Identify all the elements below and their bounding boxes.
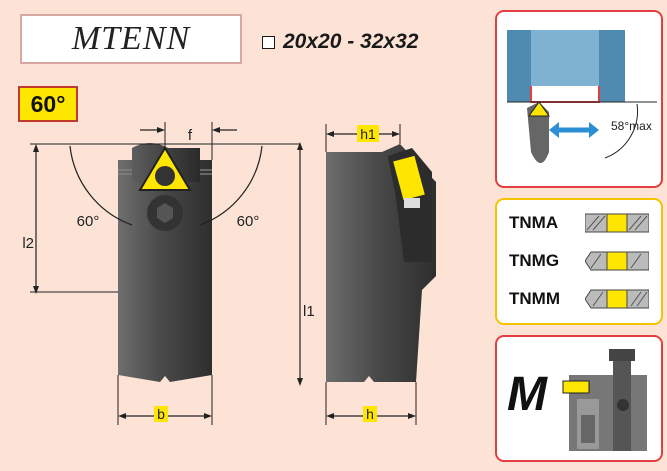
insert-row: TNMM — [509, 288, 649, 310]
title-box: MTENN — [20, 14, 242, 64]
machining-illustration: 58°max — [507, 30, 657, 163]
dim-b: b — [157, 406, 165, 422]
angle-right: 60° — [237, 213, 260, 230]
square-shank-icon — [262, 35, 275, 49]
front-shank — [118, 160, 212, 382]
insert-label: TNMG — [509, 251, 560, 270]
dim-f: f — [188, 127, 193, 144]
insert-hole — [155, 166, 175, 186]
dim-l1-group: l1 — [297, 142, 315, 386]
insert-row: TNMG — [509, 250, 649, 272]
angle-left: 60° — [77, 213, 100, 230]
side-insert — [393, 155, 425, 201]
clamp-insert — [562, 380, 590, 394]
insert-label: TNMM — [509, 289, 560, 308]
insert-types-panel: TNMA TNMG TNMM — [495, 198, 663, 325]
insert-profile-icon — [585, 289, 649, 309]
insert-row: TNMA — [509, 212, 649, 234]
clamp-type-letter: M — [507, 368, 547, 421]
feed-arrow-left-icon — [549, 122, 559, 138]
insert-profile-icon — [585, 251, 649, 271]
dim-l2: l2 — [22, 235, 34, 252]
feed-arrow-right-icon — [589, 122, 599, 138]
clamp-type-panel: M — [495, 335, 663, 462]
max-angle: 58°max — [611, 119, 652, 133]
clamp-illustration — [562, 349, 647, 451]
insert-label: TNMA — [509, 213, 559, 232]
dim-l1: l1 — [303, 303, 315, 320]
insert-profile-icon — [585, 213, 649, 233]
dim-h: h — [366, 406, 374, 422]
tool-tip — [527, 102, 549, 163]
tool-holder-drawing: f 60° 60° l2 b l1 — [22, 122, 436, 425]
dim-h1: h1 — [360, 126, 376, 142]
hex-socket-icon — [157, 203, 173, 223]
front-view: f 60° 60° l2 b — [22, 122, 300, 425]
size-range: 20x20 - 32x32 — [262, 30, 418, 54]
tool-title: MTENN — [71, 20, 191, 57]
machining-panel: 58°max — [495, 10, 663, 188]
side-view: h1 h — [325, 124, 436, 425]
angle-badge: 60° — [18, 86, 78, 122]
size-range-text: 20x20 - 32x32 — [283, 30, 419, 53]
